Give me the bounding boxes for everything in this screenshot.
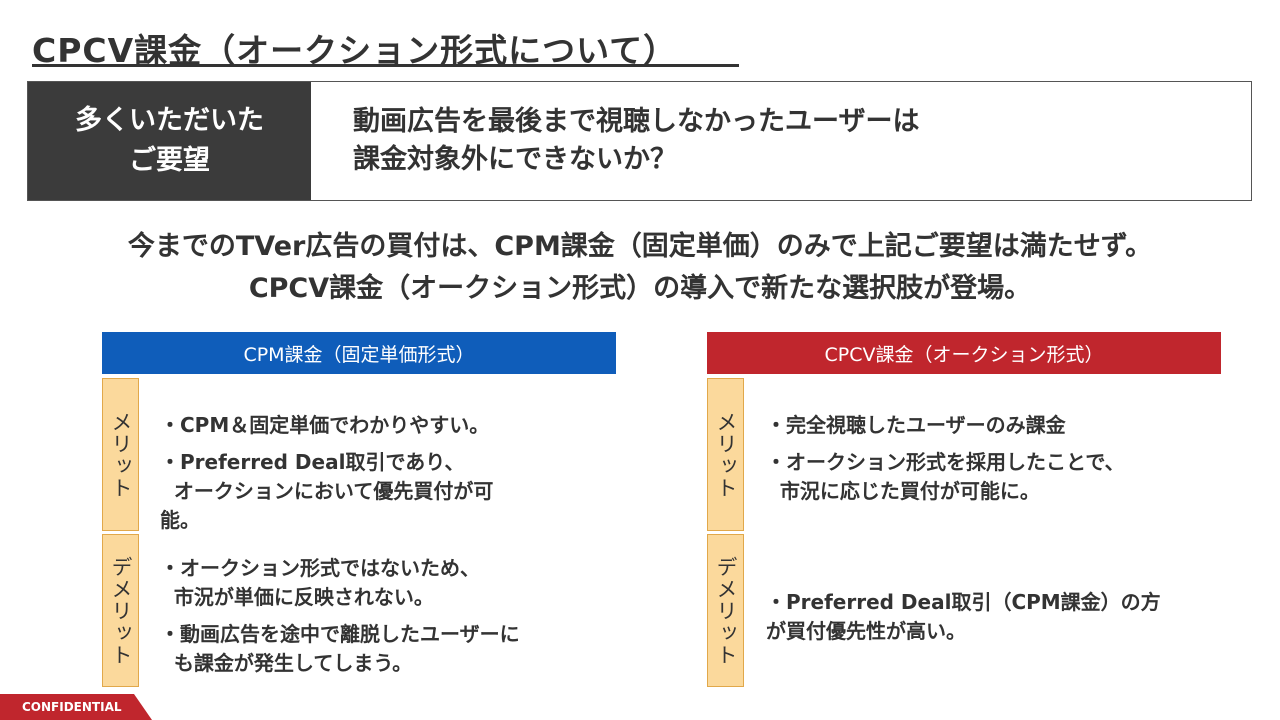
list-item: ・動画広告を途中で離脱したユーザーに も課金が発生してしまう。 (160, 622, 520, 675)
summary-line-1: 今までのTVer広告の買付は、CPM課金（固定単価）のみで上記ご要望は満たせず。 (127, 231, 1153, 262)
cpcv-merit-list: ・完全視聴したユーザーのみ課金 ・オークション形式を採用したことで、 市況に応じ… (766, 411, 1125, 514)
list-item: ・Preferred Deal取引であり、 オークションにおいて優先買付が可 能… (160, 450, 494, 532)
request-label-line-1: 多くいただいた (75, 105, 264, 136)
request-text: 動画広告を最後まで視聴しなかったユーザーは 課金対象外にできないか？ (311, 82, 919, 200)
list-item: ・CPM＆固定単価でわかりやすい。 (160, 413, 490, 437)
list-item: ・オークション形式を採用したことで、 市況に応じた買付が可能に。 (766, 450, 1125, 503)
cpm-merit-label: メリット (102, 378, 139, 531)
summary-message: 今までのTVer広告の買付は、CPM課金（固定単価）のみで上記ご要望は満たせず。… (0, 226, 1280, 310)
list-item: ・Preferred Deal取引（CPM課金）の方 が買付優先性が高い。 (766, 590, 1161, 643)
cpm-merit-list: ・CPM＆固定単価でわかりやすい。 ・Preferred Deal取引であり、 … (160, 411, 493, 543)
cpcv-demerit-label: デメリット (707, 534, 744, 687)
request-label-line-2: ご要望 (129, 145, 210, 176)
request-label: 多くいただいた ご要望 (28, 82, 311, 200)
list-item: ・完全視聴したユーザーのみ課金 (766, 413, 1066, 437)
cpcv-column-header: CPCV課金（オークション形式） (707, 332, 1221, 374)
list-item: ・オークション形式ではないため、 市況が単価に反映されない。 (160, 556, 480, 609)
confidential-tag: CONFIDENTIAL (0, 694, 152, 720)
title-underline (32, 64, 739, 67)
cpcv-merit-label: メリット (707, 378, 744, 531)
cpm-demerit-list: ・オークション形式ではないため、 市況が単価に反映されない。 ・動画広告を途中で… (160, 554, 520, 686)
customer-request-box: 多くいただいた ご要望 動画広告を最後まで視聴しなかったユーザーは 課金対象外に… (27, 81, 1252, 201)
cpcv-demerit-list: ・Preferred Deal取引（CPM課金）の方 が買付優先性が高い。 (766, 588, 1161, 654)
request-text-line-2: 課金対象外にできないか？ (353, 144, 677, 175)
page-title: CPCV課金（オークション形式について） (32, 31, 678, 70)
cpm-demerit-label: デメリット (102, 534, 139, 687)
request-text-line-1: 動画広告を最後まで視聴しなかったユーザーは (353, 106, 920, 137)
cpm-column-header: CPM課金（固定単価形式） (102, 332, 616, 374)
summary-line-2: CPCV課金（オークション形式）の導入で新たな選択肢が登場。 (248, 273, 1032, 304)
